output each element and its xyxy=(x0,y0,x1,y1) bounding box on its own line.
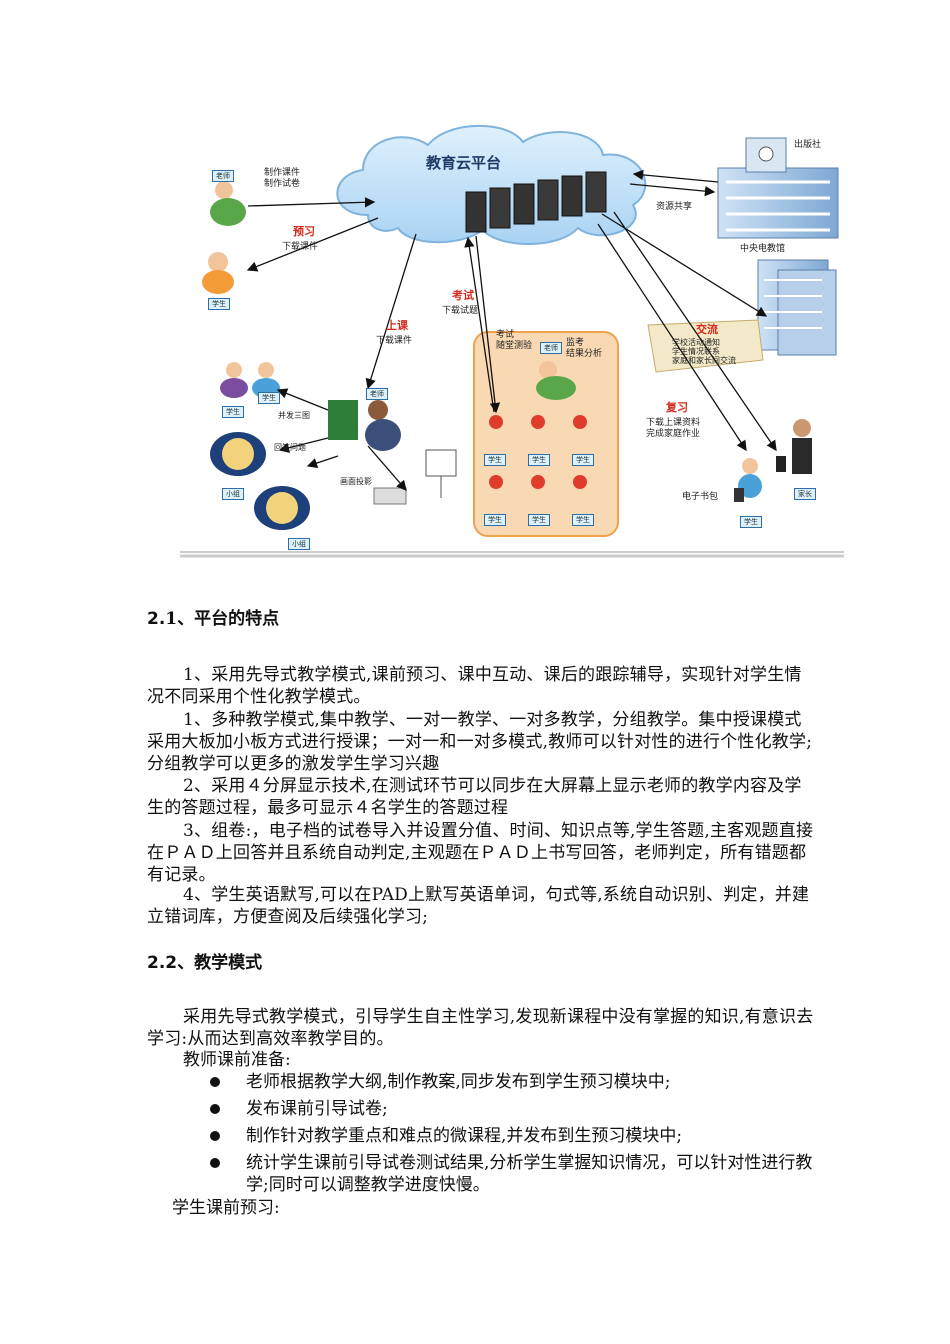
bullet-dot-icon xyxy=(210,1077,220,1087)
platform-diagram: 教育云平台 制作课件 制作试卷 预习 下载课件 上课 下载课件 考试 下载试题 … xyxy=(178,120,846,562)
list-item: 老师根据教学大纲,制作教案,同步发布到学生预习模块中; xyxy=(210,1071,820,1093)
student-badge: 学生 xyxy=(740,516,762,528)
answer-label: 回答问题 xyxy=(274,442,306,453)
exam-title: 考试 xyxy=(452,290,474,301)
list-item-text: 老师根据教学大纲,制作教案,同步发布到学生预习模块中; xyxy=(246,1072,671,1092)
section-heading-2-2: 2.2、教学模式 xyxy=(147,948,262,973)
feature-paragraph-4: 3、组卷:，电子档的试卷导入并设置分值、时间、知识点等,学生答题,主客观题直接在… xyxy=(147,820,815,886)
screen-label: 并发三图 xyxy=(278,410,310,421)
heading-number: 2. xyxy=(147,609,165,629)
parent-badge: 家长 xyxy=(794,488,816,500)
student-badge: 学生 xyxy=(528,454,550,466)
student-badge: 学生 xyxy=(528,514,550,526)
feature-paragraph-3: 2、采用４分屏显示技术,在测试环节可以同步在大屏幕上显示老师的教学内容及学生的答… xyxy=(147,775,815,819)
list-item: 发布课前引导试卷; xyxy=(210,1098,820,1120)
cloud-platform-title: 教育云平台 xyxy=(426,158,501,169)
group-badge: 小组 xyxy=(288,538,310,550)
student-figure-icon xyxy=(202,252,234,294)
list-item: 统计学生课前引导试卷测试结果,分析学生掌握知识情况，可以针对性进行教学;同时可以… xyxy=(210,1152,820,1196)
bullet-dot-icon xyxy=(210,1131,220,1141)
group-badge: 小组 xyxy=(222,488,244,500)
projector-label: 画面投影 xyxy=(340,476,372,487)
resource-share-label: 资源共享 xyxy=(656,202,692,213)
teacher-badge: 老师 xyxy=(212,170,234,182)
list-item-text: 统计学生课前引导试卷测试结果,分析学生掌握知识情况，可以针对性进行教学;同时可以… xyxy=(246,1153,812,1195)
preview-sub: 下载课件 xyxy=(282,242,318,253)
list-item-text: 制作针对教学重点和难点的微课程,并发布到生预习模块中; xyxy=(246,1126,682,1146)
bullet-dot-icon xyxy=(210,1158,220,1168)
exam-box-right-label: 监考 结果分析 xyxy=(566,338,602,360)
feature-paragraph-5: 4、学生英语默写,可以在PAD上默写英语单词，句式等,系统自动识别、判定，并建立… xyxy=(147,884,815,928)
feature-paragraph-2: 1、多种教学模式,集中教学、一对一教学、一对多教学，分组教学。集中授课模式采用大… xyxy=(147,709,815,775)
student-badge: 学生 xyxy=(572,454,594,466)
projector-icon xyxy=(374,450,456,504)
ebag-label: 电子书包 xyxy=(682,492,718,503)
exam-box-left-label: 考试 随堂测验 xyxy=(496,330,532,352)
teacher-prep-label: 教师课前准备: xyxy=(183,1049,291,1071)
teacher-badge: 老师 xyxy=(366,388,388,400)
publisher-building-icon xyxy=(718,138,838,238)
preview-title: 预习 xyxy=(293,226,315,237)
exam-sub: 下载试题 xyxy=(442,306,478,317)
bullet-dot-icon xyxy=(210,1104,220,1114)
feature-paragraph-1: 1、采用先导式教学模式,课前预习、课中互动、课后的跟踪辅导，实现针对学生情况不同… xyxy=(147,664,815,708)
student-badge: 学生 xyxy=(222,406,244,418)
student-badge: 学生 xyxy=(572,514,594,526)
lecturer-figure-icon xyxy=(328,400,401,451)
tv-library-building-icon xyxy=(758,260,836,355)
teacher-prep-list: 老师根据教学大纲,制作教案,同步发布到学生预习模块中; 发布课前引导试卷; 制作… xyxy=(210,1071,820,1201)
list-item: 制作针对教学重点和难点的微课程,并发布到生预习模块中; xyxy=(210,1125,820,1147)
section-heading-2-1: 2.1、平台的特点 xyxy=(147,604,279,629)
review-title: 复习 xyxy=(666,402,688,413)
parent-figure-icon xyxy=(776,419,812,474)
student-badge: 学生 xyxy=(258,392,280,404)
student-badge: 学生 xyxy=(484,454,506,466)
student-preview-label: 学生课前预习: xyxy=(172,1197,280,1219)
home-student-icon xyxy=(734,458,762,502)
student-badge: 学生 xyxy=(208,298,230,310)
teacher-figure-icon xyxy=(210,181,246,226)
student-badge: 学生 xyxy=(484,514,506,526)
exchange-sub: 学校活动通知 学生情况联系 家庭和家长间交流 xyxy=(672,338,736,365)
publisher-label: 出版社 xyxy=(794,140,821,151)
class-sub: 下载课件 xyxy=(376,336,412,347)
make-courseware-label: 制作课件 制作试卷 xyxy=(264,168,300,190)
review-sub: 下载上课资料 完成家庭作业 xyxy=(646,418,700,440)
tv-library-label: 中央电教馆 xyxy=(740,244,785,255)
list-item-text: 发布课前引导试卷; xyxy=(246,1099,388,1119)
class-title: 上课 xyxy=(386,320,408,331)
teaching-mode-paragraph: 采用先导式教学模式，引导学生自主性学习,发现新课程中没有掌握的知识,有意识去学习… xyxy=(147,1006,815,1050)
exchange-title: 交流 xyxy=(696,324,718,335)
teacher-badge: 老师 xyxy=(540,342,562,354)
heading-text: 1、平台的特点 xyxy=(165,609,279,629)
